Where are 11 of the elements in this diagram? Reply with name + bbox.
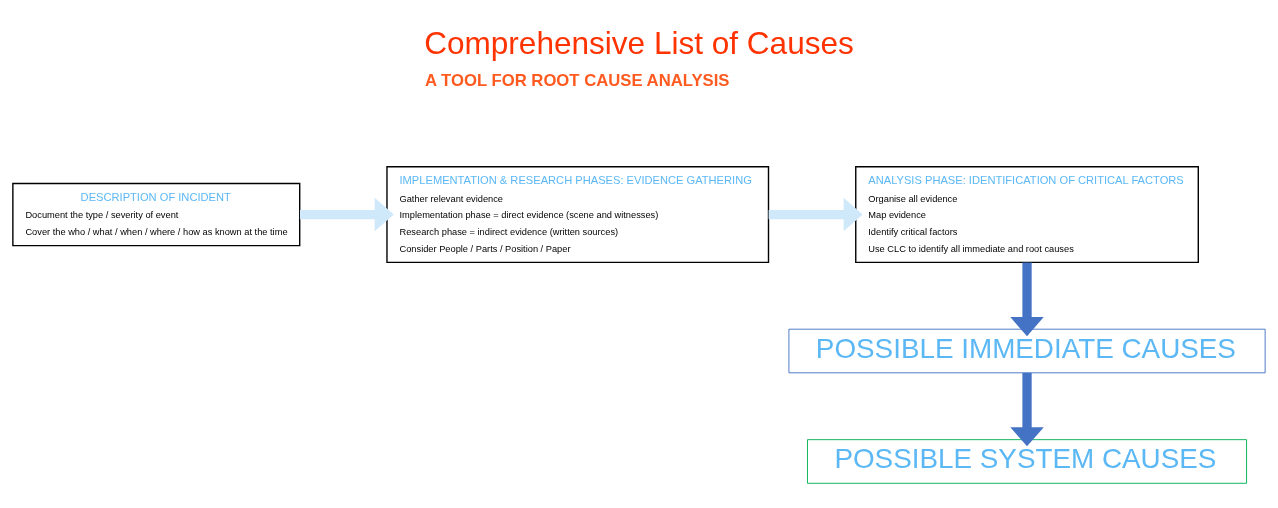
node-box: POSSIBLE SYSTEM CAUSES — [807, 439, 1248, 484]
node-box: IMPLEMENTATION & RESEARCH PHASES: EVIDENCE GATHERING Gather relevant evidence Implementation phase = direct evidence (scene and witnesses) Research phase = indirect evidence (written sources) Consider People / Parts / Position / Paper — [386, 166, 770, 264]
arrow — [1010, 372, 1044, 447]
label: A TOOL FOR ROOT CAUSE ANALYSIS — [425, 71, 730, 91]
node-box: ANALYSIS PHASE: IDENTIFICATION OF CRITICAL FACTORS Organise all evidence Map evidence Identify critical factors Use CLC to identify all immediate and root causes — [855, 166, 1199, 264]
arrow — [768, 197, 863, 232]
arrow — [299, 197, 394, 232]
diagram-title: Comprehensive List of Causes — [424, 24, 854, 61]
node-box: DESCRIPTION OF INCIDENT Document the type / severity of event Cover the who / what / when / where / how as known at the time — [12, 182, 301, 247]
arrow — [1010, 262, 1044, 337]
node-box: POSSIBLE IMMEDIATE CAUSES — [788, 328, 1266, 374]
